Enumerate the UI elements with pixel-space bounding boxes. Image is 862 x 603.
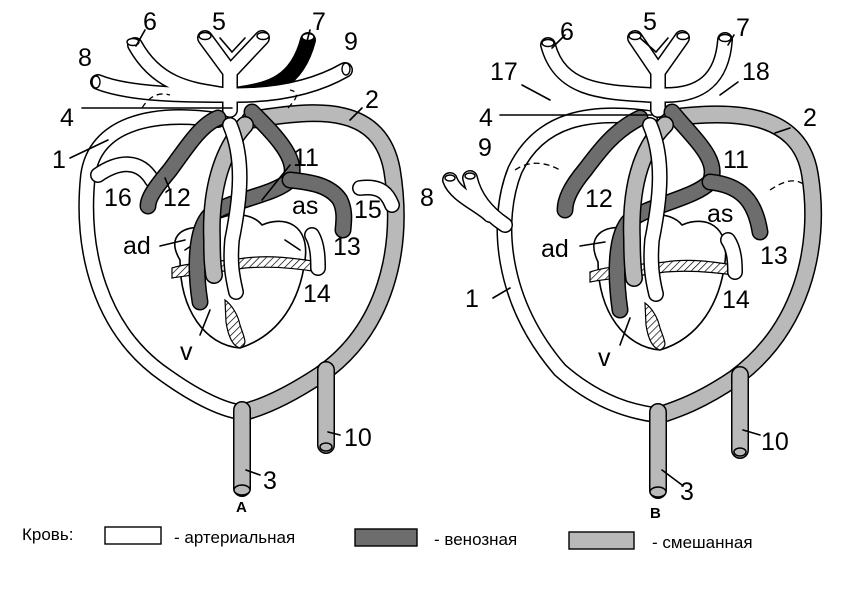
label-14-b: 14 (722, 286, 750, 314)
panel-b: 4 1 2 3 5 6 7 8 9 10 11 12 13 14 17 18 a… (420, 8, 823, 522)
label-2-b: 2 (803, 104, 817, 132)
label-10-b: 10 (761, 428, 789, 456)
label-13-b: 13 (760, 242, 788, 270)
label-1: 1 (52, 146, 66, 174)
label-as: as (292, 192, 318, 220)
legend-title: Кровь: (22, 525, 73, 544)
label-16: 16 (104, 184, 132, 212)
label-v-b: v (598, 344, 611, 372)
label-8: 8 (78, 44, 92, 72)
label-10: 10 (344, 424, 372, 452)
legend-swatch-venous (354, 528, 418, 547)
label-11-b: 11 (723, 146, 749, 174)
label-12-b: 12 (585, 185, 613, 213)
legend: Кровь: - артериальная - венозная - смеша… (22, 525, 753, 552)
label-9: 9 (344, 28, 358, 56)
legend-label-venous: - венозная (434, 530, 517, 549)
label-9-b: 9 (478, 134, 492, 162)
label-6-b: 6 (560, 18, 574, 46)
label-v: v (180, 338, 193, 366)
arterial-loop-1 (78, 109, 248, 420)
label-2: 2 (365, 86, 379, 114)
legend-label-mixed: - смешанная (652, 533, 753, 552)
mixed-loop-2 (233, 104, 405, 497)
label-6: 6 (143, 8, 157, 36)
label-13: 13 (333, 233, 361, 261)
label-3: 3 (263, 467, 277, 495)
label-14: 14 (303, 280, 331, 308)
legend-swatch-mixed (568, 531, 635, 550)
head-arteries (90, 30, 353, 118)
label-12: 12 (163, 184, 191, 212)
panel-b-caption: В (650, 505, 661, 522)
legend-label-arterial: - артериальная (174, 528, 295, 547)
label-5-b: 5 (643, 8, 657, 36)
label-as-b: as (707, 200, 733, 228)
vessel-16 (90, 156, 160, 188)
label-7-b: 7 (736, 14, 750, 42)
venous-vessels-b (556, 103, 769, 319)
label-4: 4 (60, 104, 74, 132)
venous-vessels-a (139, 103, 400, 311)
panel-a: 4 1 2 3 5 6 7 8 9 10 11 12 13 14 15 16 a… (52, 8, 405, 516)
panel-a-caption: А (236, 499, 247, 516)
arterial-loop-1-b (442, 107, 663, 423)
label-8-b: 8 (420, 184, 434, 212)
label-4-b: 4 (479, 104, 493, 132)
label-7: 7 (312, 8, 326, 36)
mixed-loop-2-b (649, 105, 823, 499)
label-15: 15 (354, 196, 382, 224)
label-ad: ad (123, 232, 151, 260)
label-18-b: 18 (742, 58, 770, 86)
label-5: 5 (212, 8, 226, 36)
head-arteries-b (514, 30, 806, 191)
label-ad-b: ad (541, 235, 569, 263)
label-3-b: 3 (680, 478, 694, 506)
pointers-a (69, 29, 363, 476)
label-17-b: 17 (490, 58, 518, 86)
label-1-b: 1 (465, 285, 479, 313)
label-11: 11 (293, 144, 319, 172)
legend-swatch-arterial (104, 526, 162, 545)
pointers-b (492, 34, 791, 486)
